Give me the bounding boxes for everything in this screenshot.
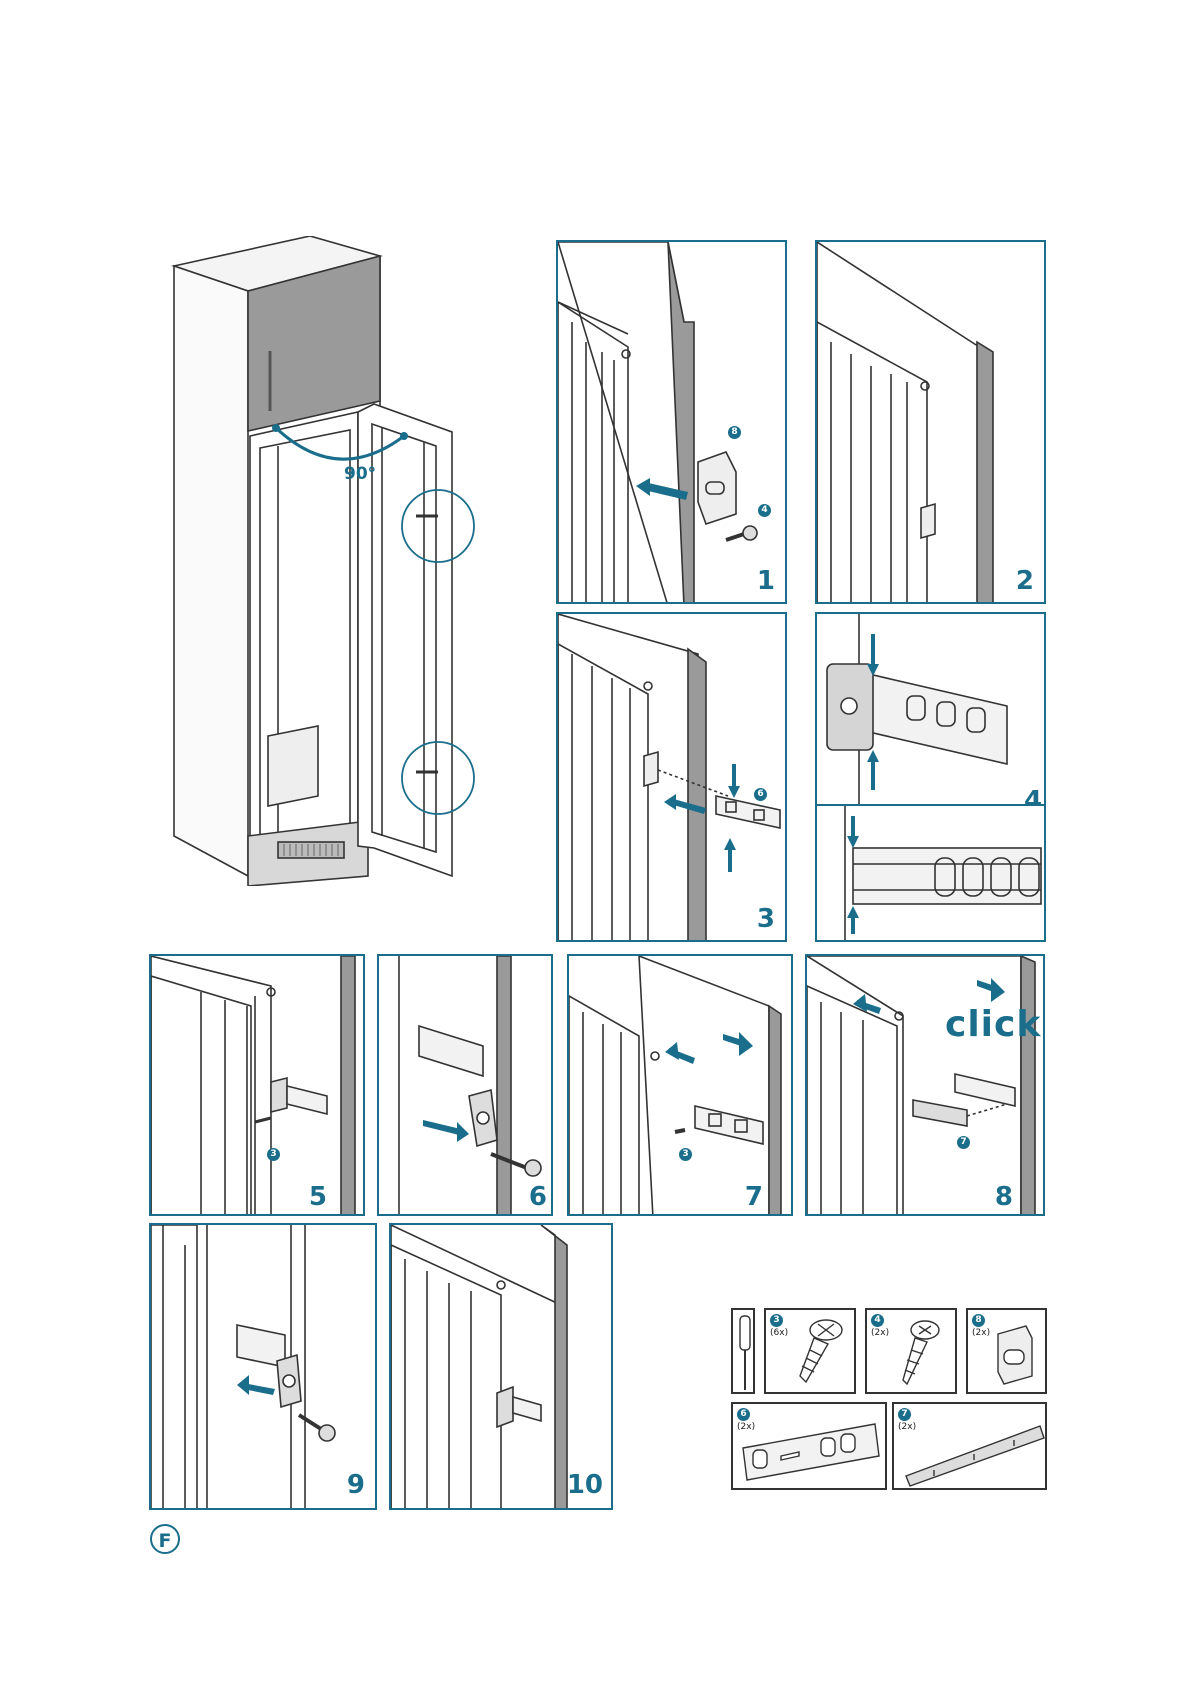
step-number: 8 [995,1184,1013,1210]
callout-badge: 4 [758,504,771,517]
step-4-top-panel [815,612,1046,806]
part-rail: 6 (2x) [731,1402,887,1490]
step-3-panel: 6 3 [556,612,787,942]
step-number: 3 [757,906,775,932]
step-number: 10 [567,1472,603,1498]
step-5-drawing [151,956,365,1216]
step-5-panel: 3 5 [149,954,365,1216]
step-number: 5 [309,1184,327,1210]
callout-badge: 8 [728,426,741,439]
part-cover-strip: 7 (2x) [892,1402,1047,1490]
step-10-panel: 10 [389,1223,613,1510]
callout-badge: 3 [267,1148,280,1161]
step-8-panel: click 7 8 [805,954,1045,1216]
step-4-bottom-drawing [817,806,1046,942]
callout-badge: 3 [679,1148,692,1161]
step-number: 1 [757,568,775,594]
step-10-drawing [391,1225,613,1510]
step-9-drawing [151,1225,377,1510]
step-8-drawing [807,956,1045,1216]
step-6-drawing [379,956,553,1216]
cover-strip-icon [894,1404,1047,1490]
step-4-top-drawing [817,614,1046,806]
step-4-bottom-panel [815,806,1046,942]
fridge-cabinet-drawing [168,236,486,886]
section-letter-badge: F [150,1524,180,1554]
screwdriver-icon [733,1310,755,1394]
callout-badge: 6 [754,788,767,801]
step-9-panel: 9 [149,1223,377,1510]
step-number: 2 [1016,568,1034,594]
overview-illustration: 90° [168,236,486,886]
click-label: click [945,1004,1041,1045]
part-screw-small: 4 (2x) [865,1308,957,1394]
step-1-drawing [558,242,787,604]
angle-label: 90° [344,464,376,484]
callout-badge: 7 [957,1136,970,1149]
bracket-icon [968,1310,1047,1394]
step-6-panel: 6 [377,954,553,1216]
countersunk-screw-icon [766,1310,856,1394]
step-1-panel: 8 4 1 [556,240,787,604]
step-7-drawing [569,956,793,1216]
step-2-drawing [817,242,1046,604]
step-number: 7 [745,1184,763,1210]
step-3-drawing [558,614,787,942]
part-screwdriver [731,1308,755,1394]
step-number: 9 [347,1472,365,1498]
part-screw-large: 3 (6x) [764,1308,856,1394]
part-bracket: 8 (2x) [966,1308,1047,1394]
step-number: 6 [529,1184,547,1210]
step-2-panel: 2 [815,240,1046,604]
step-7-panel: 3 7 [567,954,793,1216]
slide-rail-icon [733,1404,887,1490]
pan-head-screw-icon [867,1310,957,1394]
